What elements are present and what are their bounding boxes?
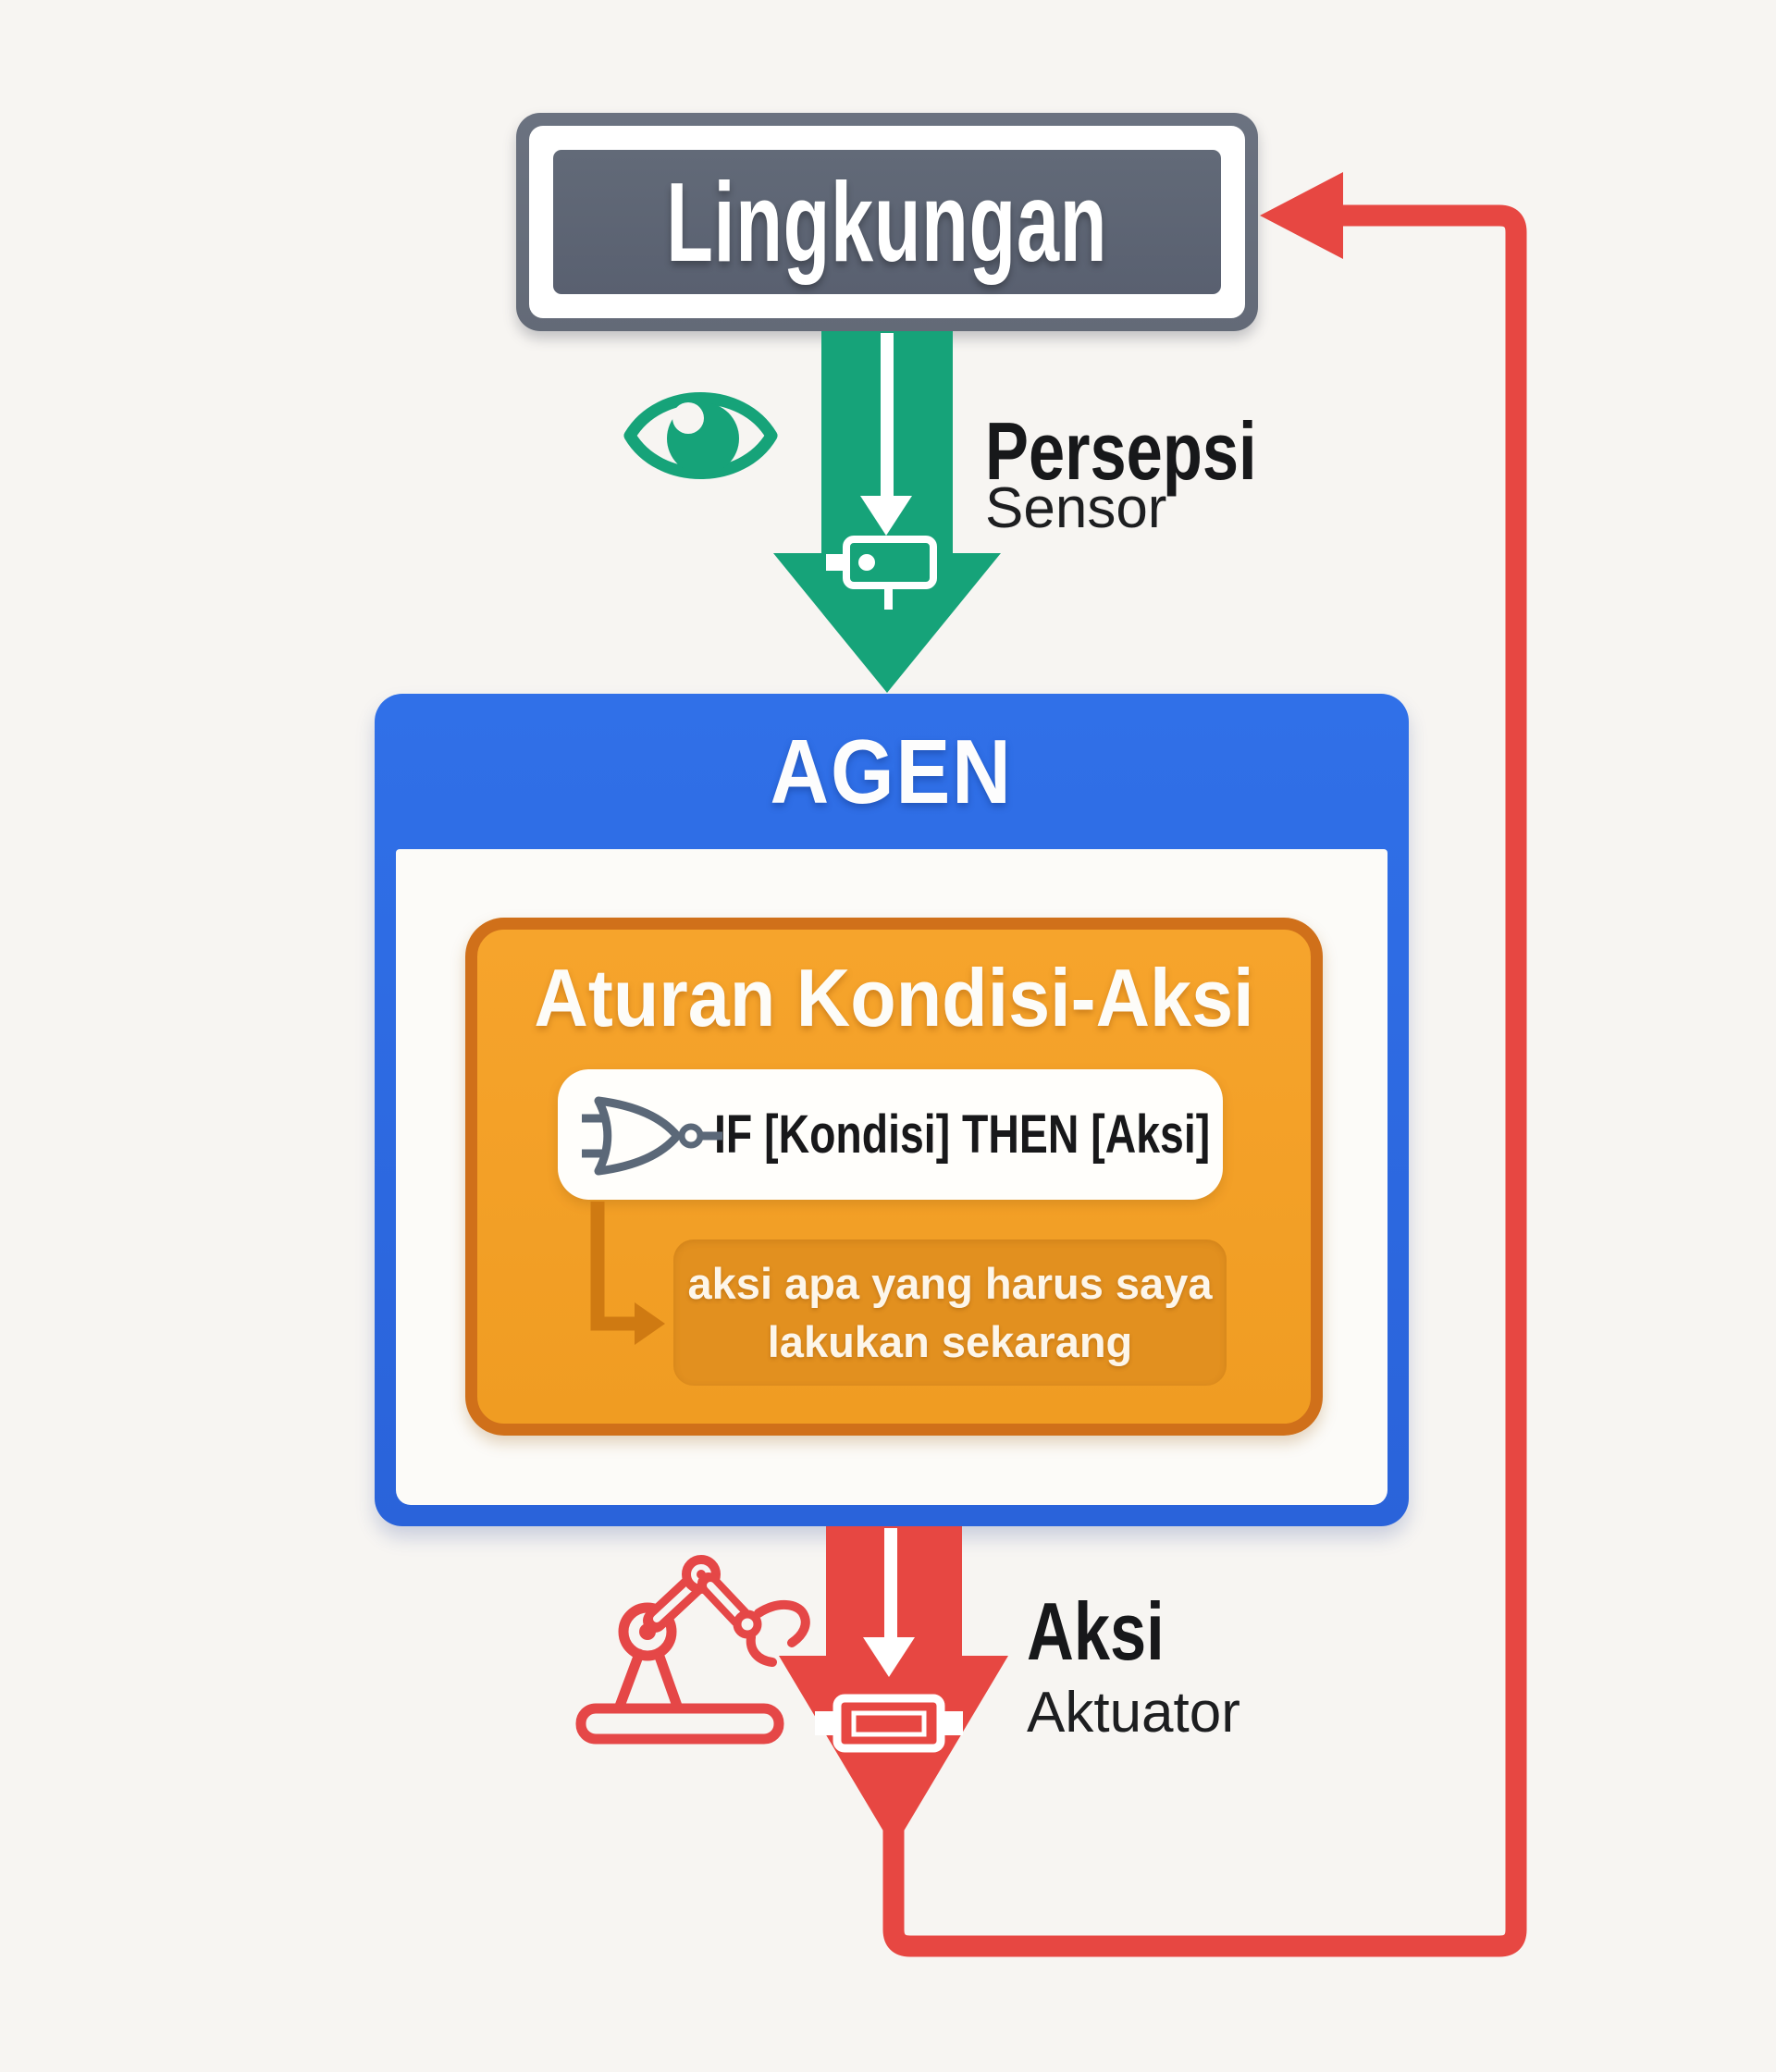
sensor-icon xyxy=(826,333,937,610)
environment-box: Lingkungan xyxy=(516,113,1258,331)
actuator-icon xyxy=(815,1528,963,1753)
action-question-box: aksi apa yang harus saya lakukan sekaran… xyxy=(673,1240,1227,1386)
sensor-label: Sensor xyxy=(985,476,1167,540)
environment-box-ring: Lingkungan xyxy=(529,126,1245,318)
eye-icon xyxy=(623,392,778,479)
agent-label: AGEN xyxy=(770,720,1014,822)
condition-rule-text: IF [Kondisi] THEN [Aksi] xyxy=(714,1104,1211,1165)
robot-arm-icon xyxy=(575,1555,810,1745)
environment-box-fill: Lingkungan xyxy=(553,150,1221,294)
rule-box-title: Aturan Kondisi-Aksi xyxy=(534,952,1254,1043)
feedback-arrowhead xyxy=(1260,172,1343,259)
perception-flow-arrow xyxy=(773,331,1001,693)
actuator-label: Aktuator xyxy=(1027,1681,1240,1745)
action-label: Aksi xyxy=(1027,1585,1165,1677)
action-question-line1: aksi apa yang harus saya xyxy=(687,1259,1213,1308)
environment-label: Lingkungan xyxy=(666,159,1108,285)
agent-header: AGEN xyxy=(375,694,1409,849)
action-question-line2: lakukan sekarang xyxy=(767,1317,1133,1366)
